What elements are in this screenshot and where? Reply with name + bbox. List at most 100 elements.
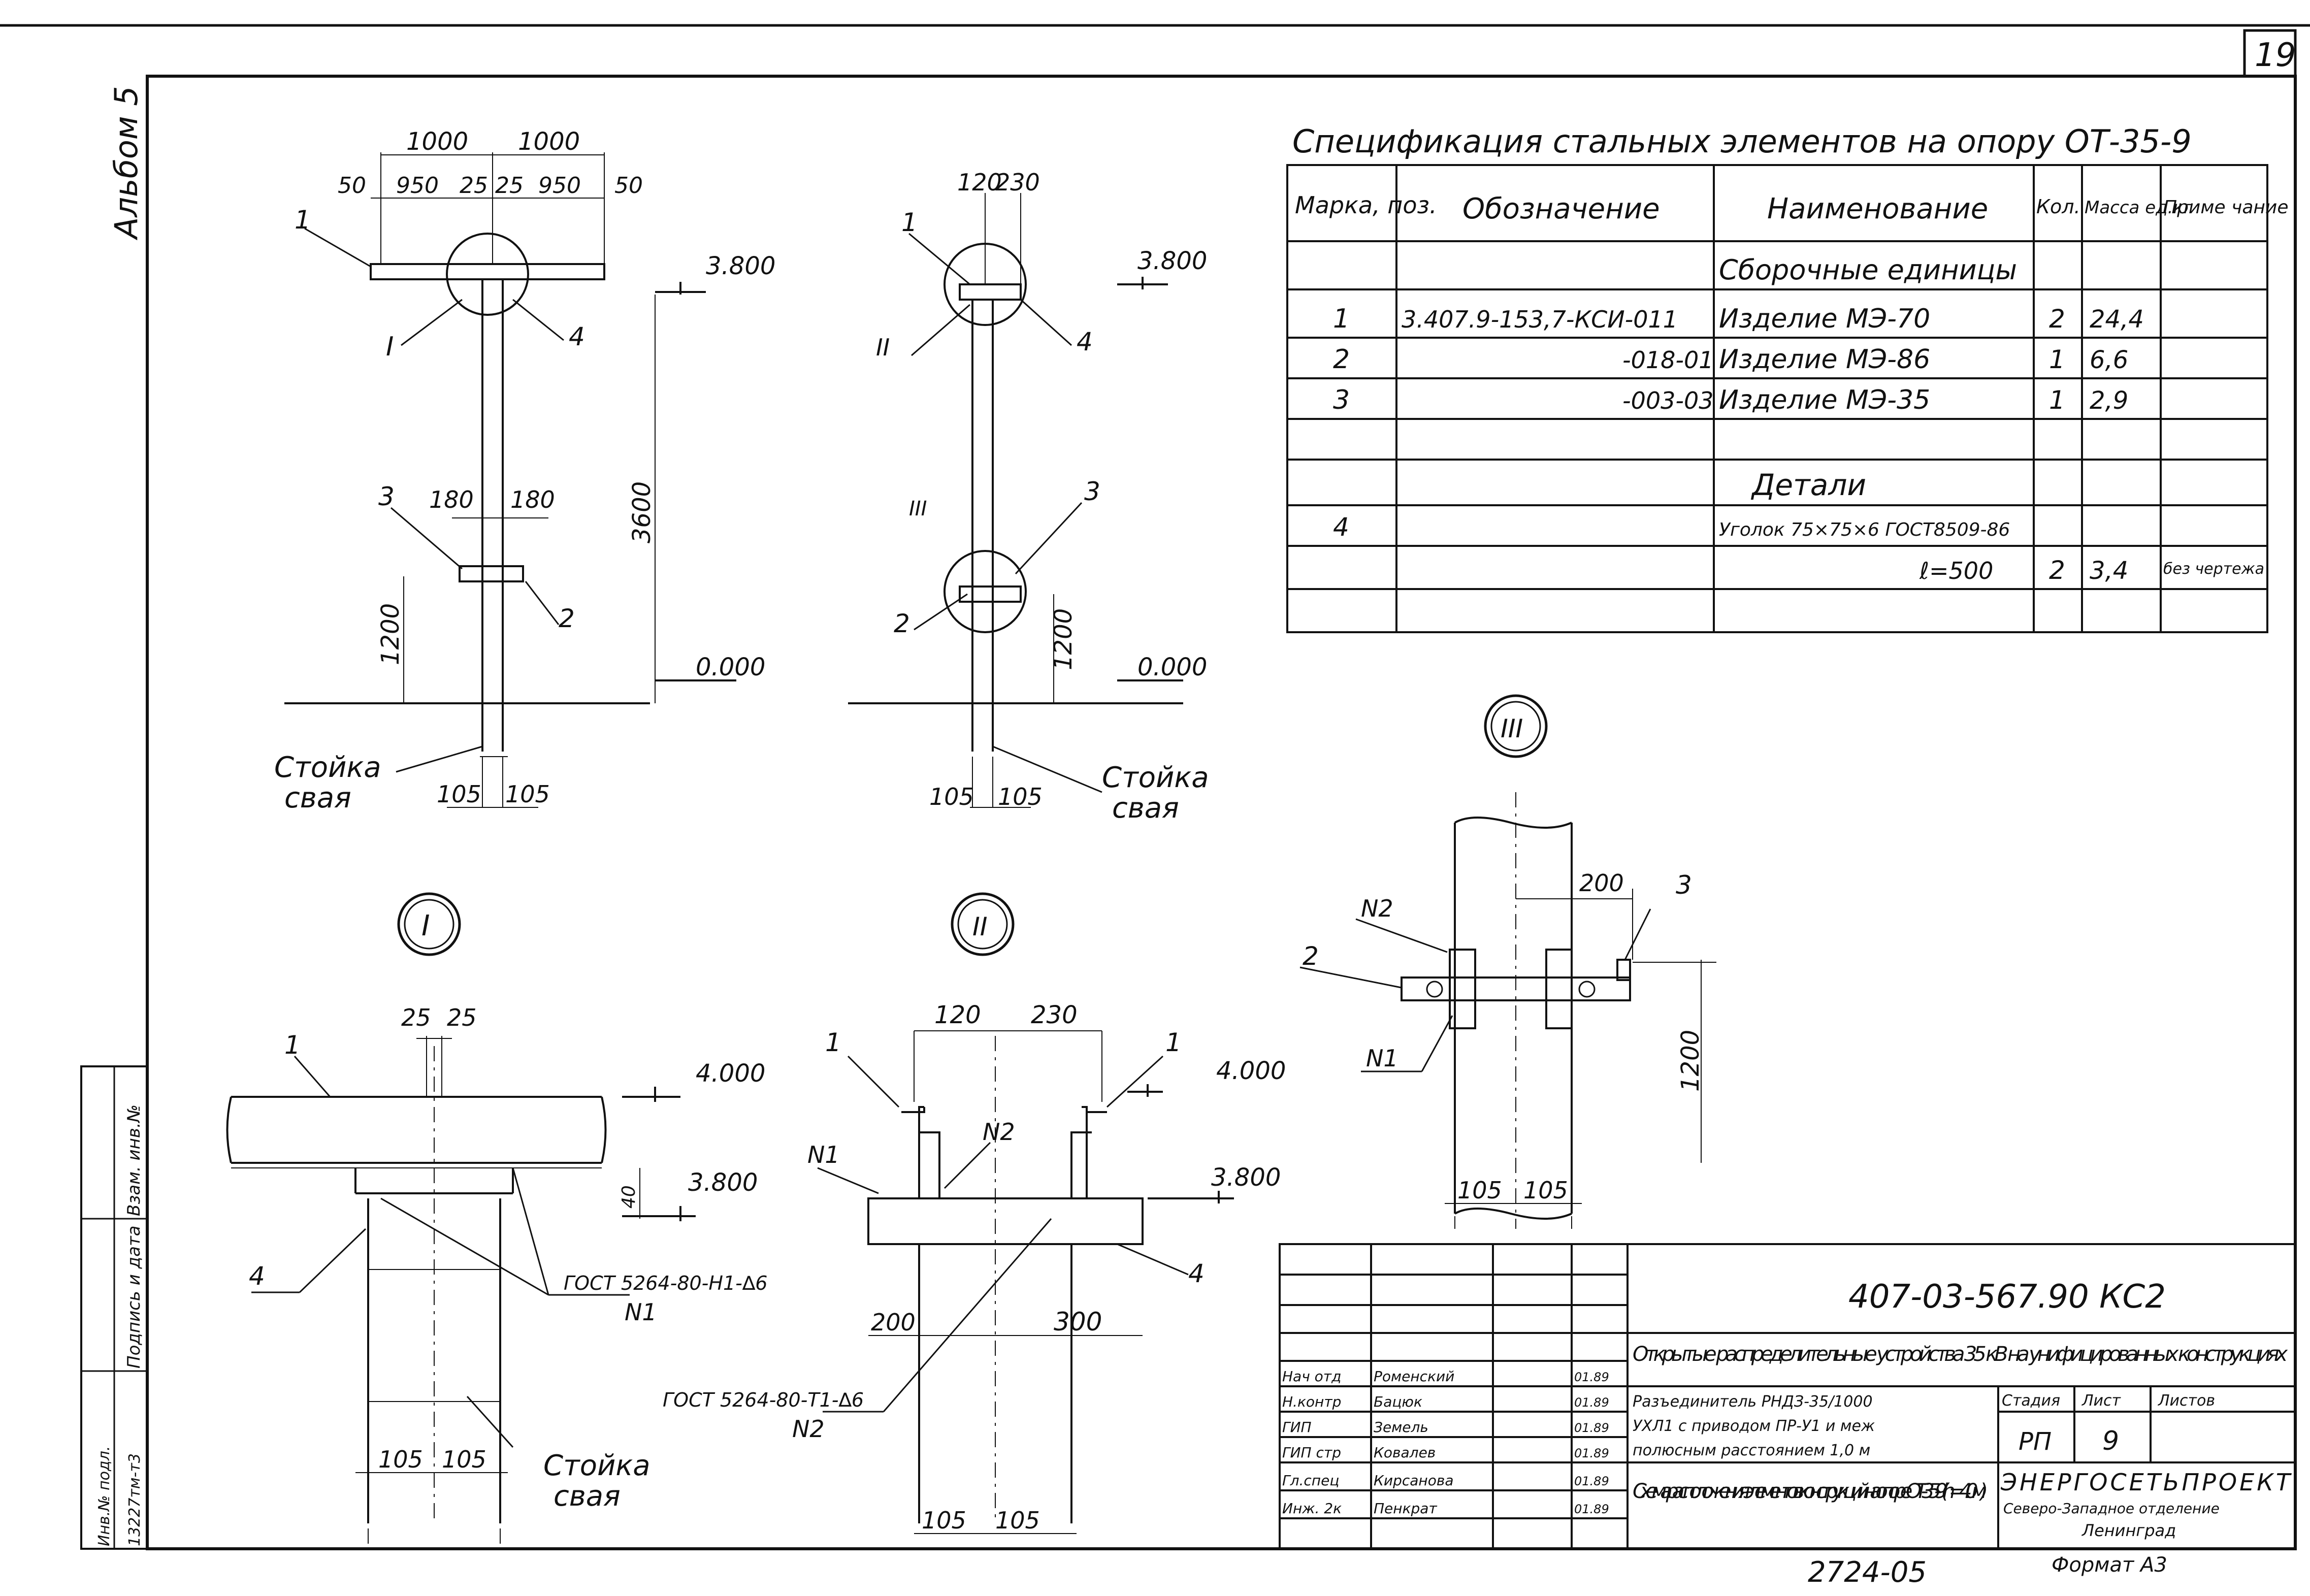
pos-label: 2 <box>894 609 910 638</box>
level-mark: 0.000 <box>696 653 765 681</box>
detail3-labels: III 200 3 2 N2 N1 1200 105 105 <box>1303 714 1705 1204</box>
format-label: Формат А3 <box>2052 1553 2167 1577</box>
level-mark: 4.000 <box>1216 1057 1286 1085</box>
pile-label: свая <box>284 781 351 815</box>
weld-id: N1 <box>625 1298 657 1326</box>
dim: 1200 <box>1049 608 1078 670</box>
pile-label: свая <box>1112 792 1179 825</box>
stamp-inv-value: 13227тм-т3 <box>126 1453 144 1546</box>
detail1-drawing <box>226 892 696 1544</box>
spec-rows: Сборочные единицы 1 3.407.9-153,7-КСИ-01… <box>1333 254 2264 585</box>
pile-label: свая <box>554 1480 621 1513</box>
person-role: Нач отд <box>1282 1368 1341 1385</box>
person-name: Бацюк <box>1374 1393 1422 1410</box>
dim: 1000 <box>518 127 580 156</box>
dim: 25 <box>460 173 488 199</box>
spec-header-mark: Марка, поз. <box>1295 191 1437 219</box>
person-role: Гл.спец <box>1282 1472 1339 1489</box>
dim: 50 <box>614 173 643 199</box>
dim: 105 <box>929 783 974 810</box>
level-mark: 4.000 <box>696 1059 765 1088</box>
spec-header-name: Наименование <box>1767 192 1988 225</box>
sheet-number: 19 <box>2255 37 2296 74</box>
spec-row-qty: 2 <box>2049 556 2065 585</box>
pos-label: 2 <box>559 604 575 633</box>
spec-table-grid <box>1286 164 2268 633</box>
weld-id: N2 <box>983 1118 1015 1146</box>
level-mark: 3.800 <box>1137 247 1207 275</box>
spec-row-note: без чертежа <box>2163 560 2264 578</box>
spec-row-name: Изделие МЭ-70 <box>1719 304 1930 334</box>
spec-title: Спецификация стальных элементов на опору… <box>1292 123 2192 160</box>
spec-row-mass: 2,9 <box>2090 386 2128 415</box>
pos-label: 2 <box>1303 941 1319 971</box>
person-name: Роменский <box>1374 1368 1454 1385</box>
dim: 105 <box>378 1446 423 1473</box>
pos-label: 1 <box>284 1030 301 1060</box>
org-branch: Северо-Западное отделение <box>2003 1500 2220 1517</box>
stamp-replace: Взам. инв.№ <box>124 1104 144 1216</box>
spec-row-name: Сборочные единицы <box>1719 254 2017 286</box>
dim: 200 <box>1579 869 1624 897</box>
dim: 200 <box>871 1309 916 1336</box>
dim: 105 <box>1523 1177 1568 1204</box>
dim: 1200 <box>376 603 405 665</box>
sheet-value: 9 <box>2102 1426 2119 1456</box>
person-date: 01.89 <box>1574 1370 1609 1384</box>
weld-id: N2 <box>792 1415 825 1443</box>
pos-label: 4 <box>1077 327 1093 356</box>
view2-elevation <box>848 193 1183 808</box>
stage-header: Стадия <box>2002 1392 2060 1410</box>
dim: 120 <box>957 169 1002 196</box>
pos-label: 3 <box>1084 477 1100 506</box>
pile-label: Стойка <box>543 1449 650 1482</box>
person-name: Кирсанова <box>1374 1472 1454 1489</box>
person-role: Инж. 2к <box>1282 1500 1342 1517</box>
detail-marker: III <box>1501 714 1523 743</box>
person-date: 01.89 <box>1574 1474 1609 1488</box>
stamp-sign: Подпись и дата <box>124 1225 144 1369</box>
org-city: Ленинград <box>2081 1521 2176 1540</box>
node-label: I <box>386 332 394 362</box>
stage-value: РП <box>2019 1427 2052 1456</box>
spec-row-qty: 2 <box>2049 304 2065 334</box>
dim: 180 <box>510 486 555 513</box>
person-date: 01.89 <box>1574 1502 1609 1516</box>
dim: 180 <box>429 486 474 513</box>
dim: 105 <box>995 1507 1040 1534</box>
spec-header-mass: Масса ед.кг <box>2085 198 2193 218</box>
person-role: ГИП <box>1282 1419 1312 1436</box>
dim: 1000 <box>406 127 468 156</box>
dim: 25 <box>401 1004 431 1031</box>
pos-label: 1 <box>901 208 918 237</box>
spec-row-mark: 4 <box>1333 512 1349 542</box>
spec-row-qty: 1 <box>2049 385 2065 415</box>
dim: 105 <box>505 780 550 808</box>
weld-spec: ГОСТ 5264-80-Н1-∆6 <box>564 1272 767 1294</box>
title-block-grid <box>1279 1243 2296 1550</box>
person-name: Земель <box>1374 1419 1428 1436</box>
level-mark: 3.800 <box>706 252 775 280</box>
dim: 950 <box>396 173 439 199</box>
spec-row-name: Изделие МЭ-86 <box>1719 344 1930 375</box>
spec-row-name: Уголок 75×75×6 ГОСТ8509-86 <box>1719 519 2010 540</box>
level-mark: 3.800 <box>688 1168 758 1197</box>
pos-label: 3 <box>1676 870 1692 900</box>
dim: 300 <box>1054 1307 1102 1337</box>
person-role: Н.контр <box>1282 1393 1341 1410</box>
spec-row-mass: 24,4 <box>2090 305 2144 334</box>
node-label: III <box>909 497 927 520</box>
dim: 105 <box>1457 1177 1502 1204</box>
dim: 105 <box>998 783 1043 810</box>
detail-marker: II <box>972 912 988 941</box>
item-line: УХЛ1 с приводом ПР-У1 и меж <box>1633 1417 1875 1435</box>
spec-row-name: Детали <box>1750 468 1866 502</box>
dim: 3600 <box>628 481 656 543</box>
person-role: ГИП стр <box>1282 1444 1341 1461</box>
weld-spec: ГОСТ 5264-80-Т1-∆6 <box>663 1389 864 1411</box>
pos-label: 4 <box>1188 1259 1205 1288</box>
spec-row-name: Изделие МЭ-35 <box>1719 385 1930 415</box>
dim: 50 <box>338 173 366 199</box>
spec-row-mark: 1 <box>1333 304 1350 334</box>
